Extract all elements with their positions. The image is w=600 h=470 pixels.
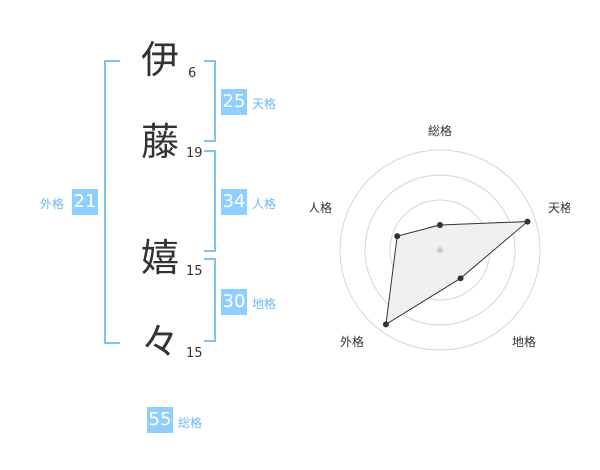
jin-bracket [204, 150, 216, 252]
radar-area [385, 221, 529, 326]
gai-value-badge: 21 [72, 189, 98, 215]
stroke-count-2: 19 [186, 146, 203, 161]
jin-value-badge: 34 [221, 189, 247, 215]
stroke-count-4: 15 [186, 346, 203, 361]
ten-value-badge: 25 [221, 89, 247, 115]
ten-label: 天格 [252, 97, 277, 111]
name-char-4: 々 [140, 320, 179, 364]
chi-value-badge: 30 [221, 289, 247, 315]
radar-grid-ring [339, 149, 541, 351]
radar-point-5 [394, 233, 401, 240]
sou-value-badge: 55 [147, 407, 173, 433]
radar-point-3 [457, 275, 464, 282]
axis-label-gai: 外格 [340, 334, 364, 349]
radar-point-1 [437, 222, 443, 228]
radar-point-2 [524, 218, 531, 225]
chi-bracket [204, 258, 216, 342]
stroke-count-1: 6 [188, 66, 197, 81]
outer-bracket [104, 60, 120, 344]
radar-grid-ring [364, 174, 516, 326]
radar-chart: 総格 天格 地格 外格 人格 [310, 123, 570, 351]
axis-label-sou: 総格 [428, 123, 452, 138]
name-char-2: 藤 [140, 120, 179, 164]
sou-label: 総格 [178, 416, 203, 430]
ten-bracket [204, 60, 216, 142]
stroke-count-3: 15 [186, 264, 203, 279]
axis-label-ten: 天格 [548, 200, 570, 215]
radar-center-dot [437, 247, 443, 253]
jin-label: 人格 [252, 197, 277, 211]
name-char-3: 嬉 [140, 236, 179, 280]
axis-label-chi: 地格 [512, 334, 536, 349]
chi-label: 地格 [252, 297, 277, 311]
radar-point-4 [382, 321, 389, 328]
axis-label-jin: 人格 [310, 200, 332, 215]
gai-label: 外格 [40, 197, 65, 211]
name-char-1: 伊 [140, 38, 179, 82]
